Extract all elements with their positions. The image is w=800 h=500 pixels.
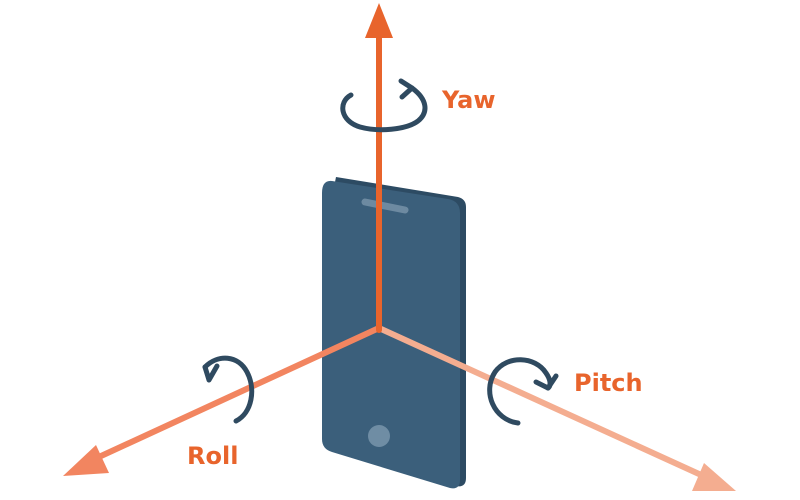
yaw-rotation-arrow-icon xyxy=(340,78,428,133)
yaw-label: Yaw xyxy=(441,86,496,114)
phone-home-button xyxy=(368,425,390,447)
roll-axis-arrowhead xyxy=(63,445,109,476)
roll-label: Roll xyxy=(187,442,238,470)
yaw-axis-arrowhead xyxy=(365,3,393,38)
pitch-label: Pitch xyxy=(574,369,643,397)
pitch-axis xyxy=(376,325,736,491)
pitch-axis-arrowhead xyxy=(692,463,736,491)
roll-rotation-arrow-icon xyxy=(202,355,255,424)
pitch-rotation-arrow-icon xyxy=(487,357,559,426)
phone-speaker xyxy=(361,198,409,214)
roll-axis xyxy=(63,325,382,476)
yaw-axis xyxy=(365,3,393,333)
